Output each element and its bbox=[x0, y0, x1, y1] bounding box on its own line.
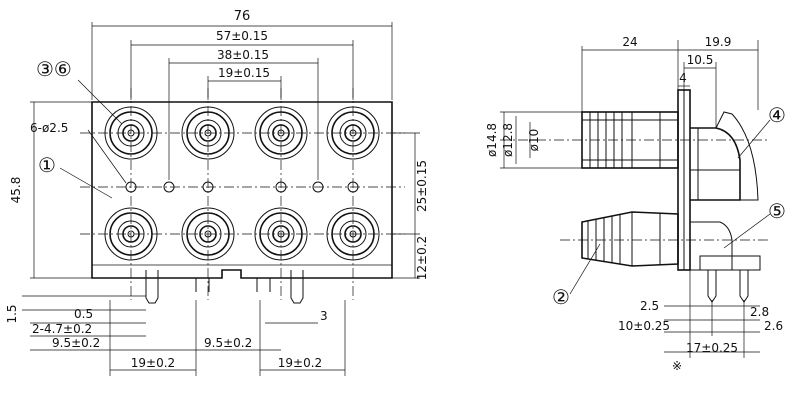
side-dims bbox=[500, 40, 760, 358]
dim-pin-spacing-mid: 9.5±0.2 bbox=[204, 336, 252, 350]
dim-pin-spacing-left: 9.5±0.2 bbox=[52, 336, 100, 350]
dim-height: 45.8 bbox=[9, 177, 23, 204]
front-view: 76 57±0.15 38±0.15 19±0.15 ③⑥ 6-ø2.5 ① 4… bbox=[5, 9, 429, 376]
dim-pin-pitch-right: 19±0.2 bbox=[278, 356, 322, 370]
front-bottom-dims bbox=[30, 300, 346, 376]
dim-depth-10-5: 10.5 bbox=[687, 53, 714, 67]
front-leaders bbox=[59, 79, 127, 199]
callout-1: ① bbox=[38, 153, 56, 177]
front-pins bbox=[145, 270, 304, 304]
side-view: 24 19.9 10.5 4 ø14.8 ø12.8 ø10 ④ ⑤ ② 2.5… bbox=[485, 35, 786, 373]
dim-depth-4: 4 bbox=[679, 71, 687, 85]
dim-pin-10: 10±0.25 bbox=[618, 319, 670, 333]
jack-bottom-2 bbox=[181, 207, 235, 261]
dim-pin-2-6: 2.6 bbox=[764, 319, 783, 333]
front-body-outline bbox=[91, 101, 393, 279]
jack-top-1 bbox=[104, 106, 158, 160]
jack-top-4 bbox=[326, 106, 380, 160]
dim-pin-2-8: 2.8 bbox=[750, 305, 769, 319]
dim-pitch-inner: 19±0.15 bbox=[218, 66, 270, 80]
dim-pin-width: 3 bbox=[320, 309, 328, 323]
jack-bottom-3 bbox=[254, 207, 308, 261]
dim-pitch-mid: 38±0.15 bbox=[217, 48, 269, 62]
callout-5: ⑤ bbox=[768, 199, 786, 223]
side-upper-jack bbox=[500, 111, 770, 169]
note-mark: ※ bbox=[672, 359, 682, 373]
jack-top-2 bbox=[181, 106, 235, 160]
dim-hole-spec: 6-ø2.5 bbox=[30, 121, 68, 135]
dim-depth-24: 24 bbox=[622, 35, 637, 49]
side-lower-housing bbox=[690, 221, 761, 303]
dim-pitch-outer: 57±0.15 bbox=[216, 29, 268, 43]
front-side-dims bbox=[22, 101, 420, 311]
dim-row-spacing: 25±0.15 bbox=[415, 160, 429, 212]
dim-pin-pitch-left: 19±0.2 bbox=[131, 356, 175, 370]
dim-pin-spec: 2-4.7±0.2 bbox=[32, 322, 92, 336]
dim-dia-12-8: ø12.8 bbox=[501, 123, 515, 157]
callout-3-6: ③⑥ bbox=[36, 57, 72, 81]
side-housing bbox=[690, 111, 759, 201]
dim-depth-19-9: 19.9 bbox=[705, 35, 732, 49]
callout-4: ④ bbox=[768, 103, 786, 127]
side-panel bbox=[677, 89, 691, 271]
dim-pin-2-5: 2.5 bbox=[640, 299, 659, 313]
callout-2: ② bbox=[552, 285, 570, 309]
dim-pin-offset: 0.5 bbox=[74, 307, 93, 321]
jack-bottom-1 bbox=[104, 207, 158, 261]
jack-top-3 bbox=[254, 106, 308, 160]
dim-pin-17: 17±0.25 bbox=[686, 341, 738, 355]
dim-dia-14-8: ø14.8 bbox=[485, 123, 499, 157]
mounting-holes bbox=[125, 181, 359, 193]
dim-bottom-row: 12±0.2 bbox=[415, 236, 429, 280]
jack-bottom-4 bbox=[326, 207, 380, 261]
dim-overall-width: 76 bbox=[234, 9, 251, 24]
dim-base-thickness: 1.5 bbox=[5, 304, 19, 323]
dim-dia-10: ø10 bbox=[527, 129, 541, 152]
side-leaders bbox=[569, 119, 771, 295]
front-top-dims bbox=[91, 22, 393, 180]
